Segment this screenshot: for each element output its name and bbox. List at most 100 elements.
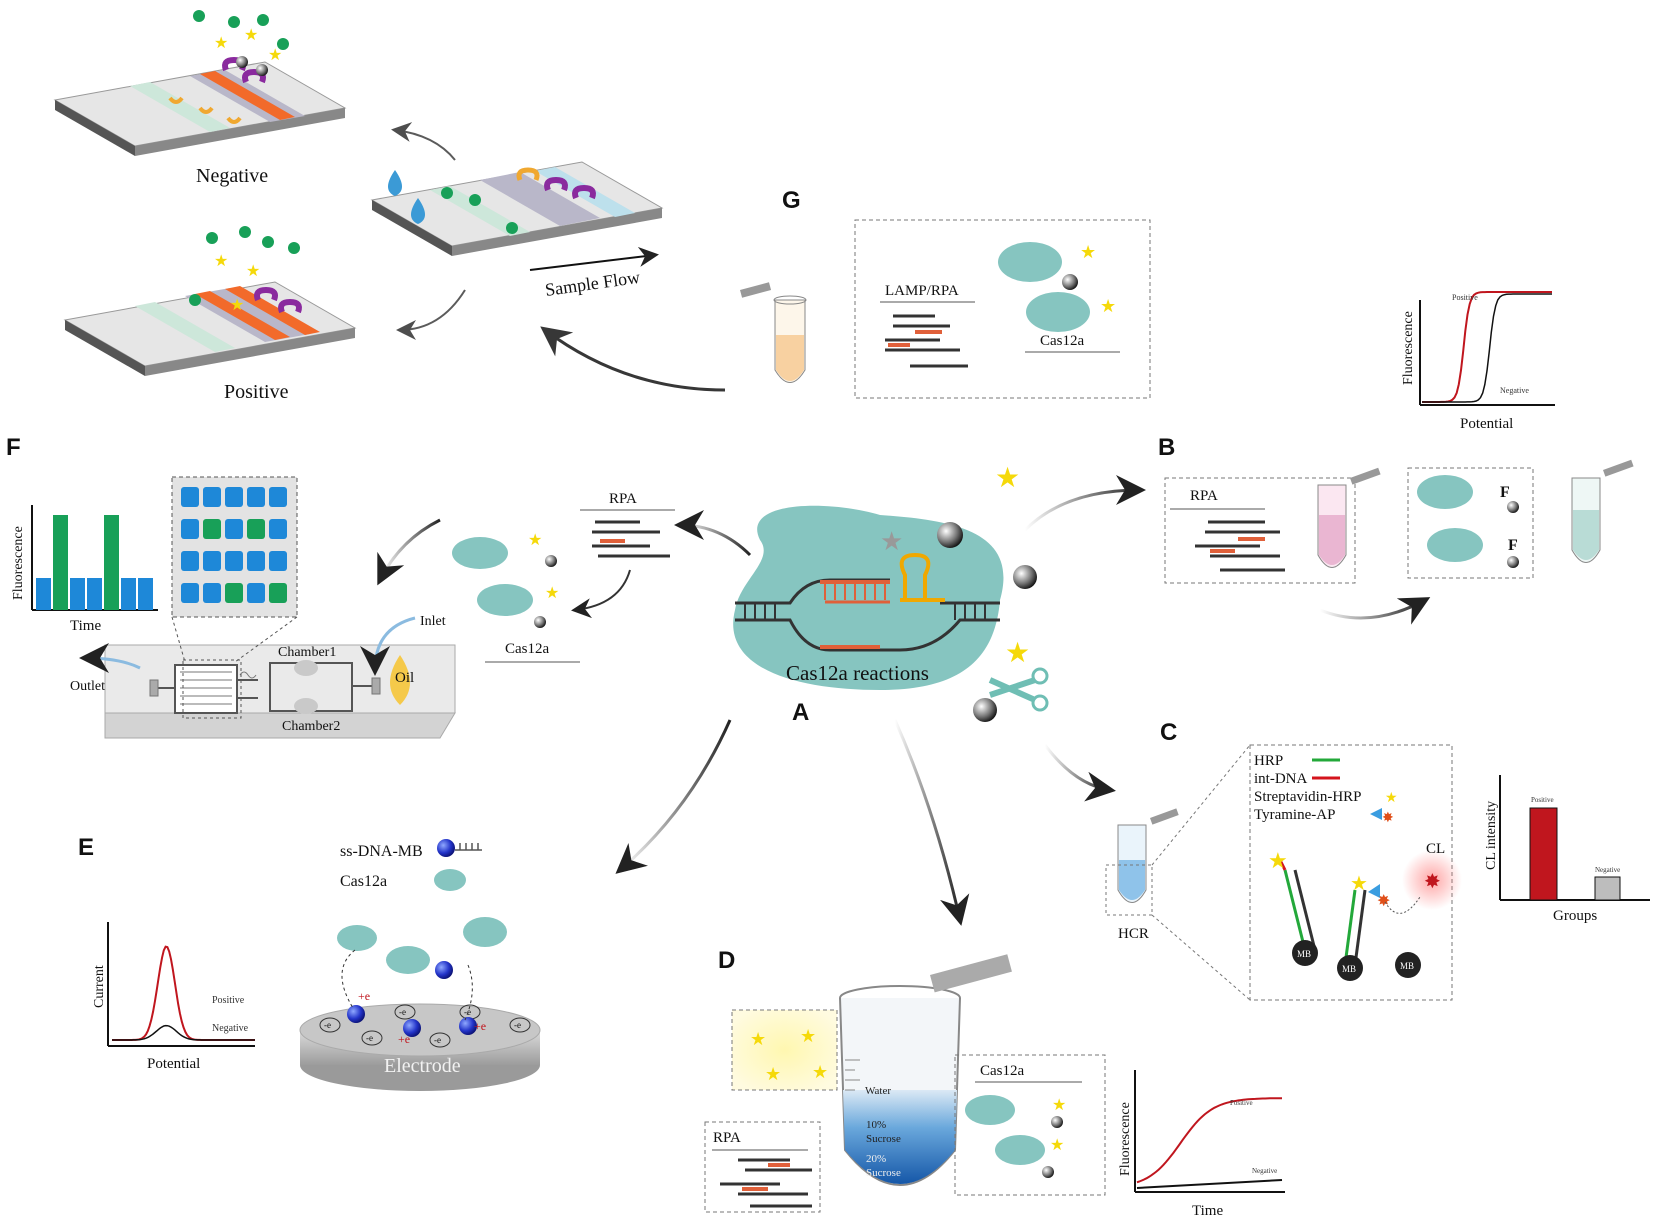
c-legend-hrp: HRP: [1254, 753, 1283, 769]
svg-text:★: ★: [800, 1026, 816, 1046]
chip-well: [225, 519, 243, 539]
chart-e-negative-line: [112, 1024, 255, 1041]
chart-f-bar: [87, 578, 102, 610]
d-layer-water: Water: [865, 1085, 891, 1097]
chip-well: [269, 551, 287, 571]
chip-well: [225, 487, 243, 507]
svg-text:✸: ✸: [1424, 871, 1441, 893]
positive-label: Positive: [224, 381, 289, 403]
b-rpa-label: RPA: [1190, 488, 1218, 504]
c-mb-label-1: MB: [1297, 949, 1311, 959]
svg-text:★: ★: [750, 1029, 766, 1049]
c-mb-label-2: MB: [1342, 964, 1356, 974]
chart-f-bar: [36, 578, 51, 610]
sample-flow-label: Sample Flow: [544, 267, 641, 300]
svg-text:★: ★: [214, 253, 228, 270]
chart-f-bar: [104, 515, 119, 610]
chart-d-xlabel: Time: [1192, 1203, 1223, 1219]
chart-e-negative-label: Negative: [212, 1023, 249, 1034]
panel-a-center: ★ Cas12a reactions A ★ ★: [733, 463, 1049, 726]
c-legend-tyramine: Tyramine-AP: [1254, 807, 1335, 823]
tube-c: [1117, 808, 1179, 903]
e-minus-e-2: -e: [366, 1033, 373, 1043]
chart-b-negative-line: [1422, 293, 1552, 403]
e-plus-e-3: +e: [474, 1019, 486, 1033]
e-legend-ssdna: ss-DNA-MB: [340, 843, 423, 860]
panel-c: C HCR HRP int-DNA Streptavidin-HRP ★ Tyr…: [1043, 719, 1650, 1001]
svg-text:★: ★: [1100, 296, 1116, 316]
panel-d: D ★ ★ ★ ★ Water 10% Sucrose 20% Sucrose …: [704, 719, 1285, 1219]
svg-text:★: ★: [995, 463, 1020, 494]
chip-well: [269, 487, 287, 507]
chip-well: [269, 519, 287, 539]
e-plus-e-2: +e: [398, 1032, 410, 1046]
chart-f-ylabel: Fluorescence: [11, 526, 26, 600]
svg-text:★: ★: [1350, 873, 1368, 895]
c-mb-label-3: MB: [1400, 961, 1414, 971]
chip-well: [203, 583, 221, 603]
chart-d-negative-line: [1136, 1179, 1283, 1189]
e-minus-e-6: -e: [434, 1035, 441, 1045]
svg-text:★: ★: [528, 532, 542, 549]
chart-f-bar: [121, 578, 136, 610]
d-cas-label: Cas12a: [980, 1063, 1025, 1079]
chart-e-positive-label: Positive: [212, 995, 245, 1006]
svg-text:✸: ✸: [1377, 893, 1390, 910]
chart-b: Positive Negative Fluorescence Potential: [1401, 291, 1555, 432]
chart-f-bar: [138, 578, 153, 610]
d-layer-sucrose-1: Sucrose: [866, 1133, 901, 1145]
c-legend-streptavidin: Streptavidin-HRP: [1254, 789, 1362, 805]
svg-text:★: ★: [765, 1064, 781, 1084]
chart-c-positive-label: Positive: [1531, 796, 1554, 804]
b-f-label-2: F: [1508, 537, 1518, 554]
panel-g-lateral-flow: ★★★ Negative ★★★ Positive: [53, 10, 664, 403]
chart-d-negative-label: Negative: [1252, 1167, 1277, 1175]
chip-wells: [181, 487, 287, 603]
e-minus-e-5: -e: [514, 1020, 521, 1030]
chart-b-positive-label: Positive: [1452, 293, 1478, 302]
f-outlet-label: Outlet: [70, 679, 105, 694]
svg-text:★: ★: [1385, 791, 1398, 806]
panel-g-assay: G LAMP/RPA ★ ★ Cas12a: [540, 187, 1151, 399]
tube-b1: [1317, 467, 1381, 568]
chip-well: [247, 551, 265, 571]
panel-c-letter: C: [1160, 719, 1177, 746]
chip-well: [247, 487, 265, 507]
chart-b-positive-line: [1422, 291, 1552, 403]
positive-strip: ★★★ Positive: [63, 226, 357, 403]
svg-text:✸: ✸: [1382, 811, 1394, 826]
chart-d-ylabel: Fluorescence: [1118, 1102, 1133, 1176]
panel-b: B RPA F F: [1023, 291, 1634, 625]
panel-e: E ss-DNA-MB Cas12a Electrode -e -e -e -e…: [78, 719, 732, 1091]
b-f-label-1: F: [1500, 484, 1510, 501]
svg-text:★: ★: [246, 263, 260, 280]
chip-well: [181, 487, 199, 507]
svg-text:★: ★: [545, 585, 559, 602]
scissors-icon: [988, 667, 1049, 712]
e-minus-e-4: -e: [464, 1007, 471, 1017]
chart-c-negative-label: Negative: [1595, 866, 1620, 874]
chart-d: Positive Negative Fluorescence Time: [1118, 1070, 1285, 1219]
chip-well: [225, 583, 243, 603]
g-cas-label: Cas12a: [1040, 333, 1085, 349]
chart-e-ylabel: Current: [92, 965, 107, 1008]
chart-e-xlabel: Potential: [147, 1056, 200, 1072]
chart-d-positive-label: Positive: [1230, 1099, 1253, 1107]
panel-a-title: Cas12a reactions: [786, 661, 929, 685]
panel-f: F RPA ★ ★ Cas12a Fluorescence Time: [6, 434, 752, 739]
svg-text:★: ★: [1080, 242, 1096, 262]
svg-text:★: ★: [244, 27, 258, 44]
chart-e: Positive Negative Current Potential: [92, 922, 255, 1072]
e-plus-e-1: +e: [358, 989, 370, 1003]
d-layer-20pct: 20%: [866, 1153, 886, 1165]
f-cas-label: Cas12a: [505, 641, 550, 657]
chart-c-xlabel: Groups: [1553, 908, 1597, 924]
chart-c: Positive Negative CL intensity Groups: [1484, 775, 1650, 924]
chart-f-xlabel: Time: [70, 618, 101, 634]
svg-text:★: ★: [880, 527, 903, 556]
svg-text:★: ★: [1052, 1097, 1066, 1114]
svg-text:★: ★: [812, 1062, 828, 1082]
e-minus-e-1: -e: [324, 1020, 331, 1030]
svg-text:★: ★: [230, 297, 244, 314]
